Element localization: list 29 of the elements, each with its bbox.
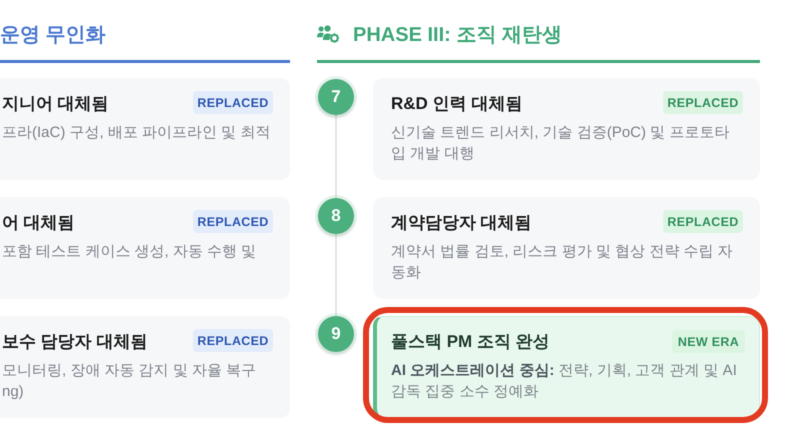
status-badge: NEW ERA [672, 330, 745, 353]
task-card [0, 78, 290, 180]
step-number-circle: 7 [318, 79, 354, 115]
task-card [0, 197, 290, 299]
status-badge: REPLACED [663, 91, 743, 114]
step-number-circle: 9 [318, 316, 354, 352]
task-card [373, 78, 760, 180]
status-badge: REPLACED [193, 329, 273, 352]
card-description: 프라(IaC) 구성, 배포 파이프라인 및 최적 [2, 123, 272, 143]
card-title: 풀스택 PM 조직 완성 [391, 331, 550, 353]
highlighted-task-card [373, 316, 760, 418]
card-title: 보수 담당자 대체됨 [2, 331, 148, 353]
card-description: 계약서 법률 검토, 리스크 평가 및 협상 전략 수립 자동화 [391, 242, 734, 283]
card-description: 신기술 트렌드 리서치, 기술 검증(PoC) 및 프로토타입 개발 대행 [391, 123, 730, 164]
step-number-circle: 8 [318, 198, 354, 234]
card-title: R&D 인력 대체됨 [391, 93, 522, 115]
section-heading: 운영 무인화 [0, 23, 106, 48]
card-title: 지니어 대체됨 [2, 93, 109, 115]
status-badge: REPLACED [193, 91, 273, 114]
task-card [0, 316, 290, 418]
card-description: AI 오케스트레이션 중심: 전략, 기획, 고객 관계 및 AI 감독 집중 소수 정예화 [391, 361, 738, 402]
status-badge: REPLACED [193, 210, 273, 233]
card-description: 모니터링, 장애 자동 감지 및 자율 복구 ng) [2, 361, 258, 402]
section-heading: PHASE III: 조직 재탄생 [353, 23, 562, 48]
card-title: 어 대체됨 [2, 212, 75, 234]
card-title: 계약담당자 대체됨 [391, 212, 532, 234]
card-description: 포함 테스트 케이스 생성, 자동 수행 및 [2, 242, 258, 262]
task-card [373, 197, 760, 299]
status-badge: REPLACED [663, 210, 743, 233]
